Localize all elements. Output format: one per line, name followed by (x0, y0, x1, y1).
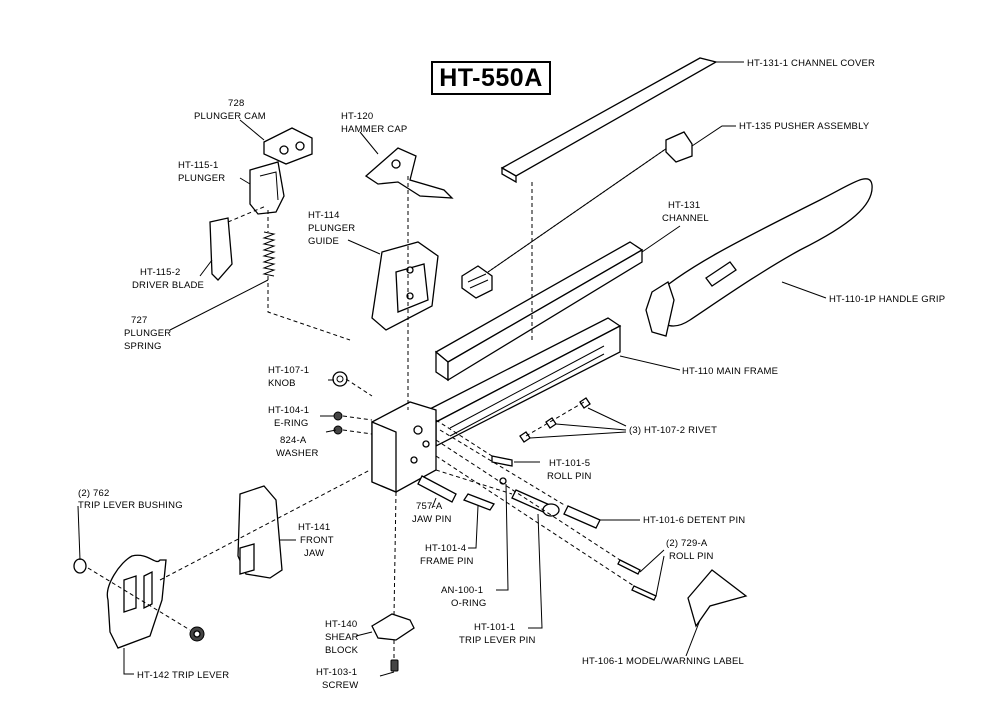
label-plunger-spring-line3: SPRING (124, 341, 162, 352)
model-label-part (687, 569, 748, 628)
driver-blade-part (209, 217, 233, 281)
label-hammer-cap-line2: HAMMER CAP (341, 124, 407, 135)
label-trip-lever-pin-line1: HT-101-1 (474, 622, 515, 633)
label-driver-blade-line2: DRIVER BLADE (132, 280, 204, 291)
label-shear-block-line2: SHEAR (325, 632, 359, 643)
plunger-cam-part (263, 127, 313, 165)
label-e-ring-line1: HT-104-1 (268, 405, 309, 416)
trip-lever-part (106, 554, 167, 649)
label-e-ring-line2: E-RING (274, 418, 308, 429)
label-jaw-pin-line2: JAW PIN (412, 514, 452, 525)
label-plunger-guide-line1: HT-114 (308, 210, 340, 221)
label-channel-cover: HT-131-1 CHANNEL COVER (747, 58, 875, 69)
label-front-jaw-line3: JAW (304, 548, 324, 559)
label-bushing-line2: TRIP LEVER BUSHING (78, 500, 183, 511)
label-plunger-spring-line1: 727 (131, 315, 147, 326)
label-trip-lever: HT-142 TRIP LEVER (137, 670, 229, 681)
channel-part (434, 241, 644, 382)
label-knob-line2: KNOB (268, 378, 296, 389)
label-knob-line1: HT-107-1 (268, 365, 309, 376)
label-shear-block-line3: BLOCK (325, 645, 359, 656)
label-plunger-guide-line3: GUIDE (308, 236, 339, 247)
label-roll-pin-729-line1: (2) 729-A (666, 538, 708, 549)
label-washer-line2: WASHER (276, 448, 319, 459)
label-screw-line1: HT-103-1 (316, 667, 357, 678)
label-channel-line2: CHANNEL (662, 213, 709, 224)
label-screw-line2: SCREW (322, 680, 358, 691)
label-trip-lever-pin-line2: TRIP LEVER PIN (459, 635, 536, 646)
screw-part (390, 659, 399, 672)
plunger-guide-part (371, 241, 439, 331)
main-frame-part (422, 317, 622, 448)
label-washer-line1: 824-A (280, 435, 307, 446)
hammer-cap-part (364, 147, 454, 199)
label-plunger-spring-line2: PLUNGER (124, 328, 171, 339)
handle-grip-part (645, 178, 873, 337)
assembly-lines (87, 176, 635, 660)
pin-parts (417, 455, 657, 601)
label-main-frame: HT-110 MAIN FRAME (682, 366, 778, 377)
part-labels: HT-131-1 CHANNEL COVER HT-135 PUSHER ASS… (78, 58, 945, 691)
label-channel-line1: HT-131 (668, 200, 700, 211)
label-hammer-cap-line1: HT-120 (341, 111, 373, 122)
label-front-jaw-line2: FRONT (300, 535, 334, 546)
shear-block-part (371, 613, 415, 641)
label-frame-pin-line2: FRAME PIN (420, 556, 474, 567)
plunger-spring-part (262, 231, 276, 277)
label-plunger-guide-line2: PLUNGER (308, 223, 355, 234)
knob-part (332, 371, 348, 387)
label-front-jaw-line1: HT-141 (298, 522, 330, 533)
plunger-part (249, 161, 285, 215)
label-roll-pin-5-line2: ROLL PIN (547, 471, 592, 482)
label-plunger-line2: PLUNGER (178, 173, 225, 184)
leader-lines (77, 61, 827, 677)
label-pusher-assembly: HT-135 PUSHER ASSEMBLY (739, 121, 870, 132)
label-jaw-pin-line1: 757-A (416, 501, 443, 512)
label-driver-blade-line1: HT-115-2 (140, 267, 181, 278)
label-handle-grip: HT-110-1P HANDLE GRIP (829, 294, 945, 305)
label-o-ring-line1: AN-100-1 (441, 585, 483, 596)
label-plunger-cam-line2: PLUNGER CAM (194, 111, 266, 122)
label-roll-pin-5-line1: HT-101-5 (549, 458, 590, 469)
label-shear-block-line1: HT-140 (325, 619, 357, 630)
label-o-ring-line2: O-RING (451, 598, 487, 609)
label-roll-pin-729-line2: ROLL PIN (669, 551, 714, 562)
pusher-assembly-part (461, 131, 693, 299)
model-title: HT-550A (431, 61, 551, 95)
label-model-warning: HT-106-1 MODEL/WARNING LABEL (582, 656, 744, 667)
e-ring-part (333, 411, 343, 421)
label-bushing-line1: (2) 762 (78, 488, 110, 499)
label-plunger-line1: HT-115-1 (178, 160, 219, 171)
front-jaw-part (237, 485, 283, 579)
frame-head-part (371, 401, 437, 493)
label-detent-pin: HT-101-6 DETENT PIN (643, 515, 745, 526)
label-rivet: (3) HT-107-2 RIVET (629, 425, 717, 436)
label-plunger-cam-line1: 728 (228, 98, 244, 109)
label-frame-pin-line1: HT-101-4 (425, 543, 466, 554)
